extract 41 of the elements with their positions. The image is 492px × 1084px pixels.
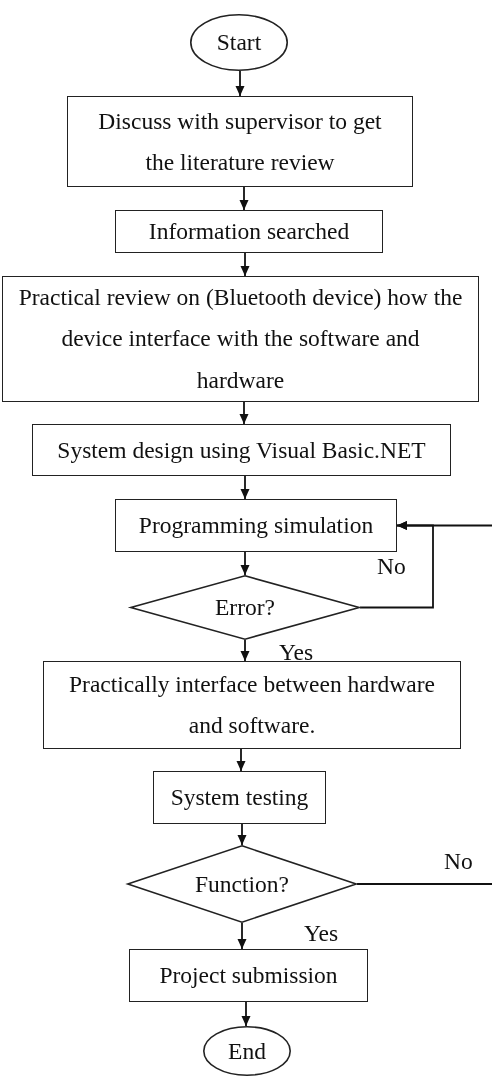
decision-text: Error? bbox=[215, 593, 275, 622]
arrow bbox=[396, 521, 492, 530]
step-text: Programming simulation bbox=[138, 511, 374, 540]
process-box bbox=[115, 210, 383, 253]
process-box bbox=[115, 499, 397, 552]
step-text: System testing bbox=[170, 783, 309, 812]
arrow bbox=[237, 922, 247, 950]
edge-label: Yes bbox=[279, 641, 314, 665]
edge-label: Yes bbox=[304, 922, 339, 946]
arrow bbox=[236, 748, 246, 772]
process-box bbox=[153, 771, 326, 824]
terminal-text: Start bbox=[216, 28, 262, 57]
decision-diamond bbox=[130, 575, 360, 640]
step-text: System design using Visual Basic.NET bbox=[57, 435, 426, 465]
terminal-oval bbox=[203, 1026, 291, 1076]
arrow bbox=[239, 401, 249, 425]
arrow bbox=[241, 1001, 251, 1027]
arrow bbox=[240, 252, 250, 277]
step-text: Practical review on (Bluetooth device) how the device interface with the software and hardware bbox=[17, 282, 464, 395]
terminal-oval bbox=[190, 14, 288, 71]
arrow bbox=[240, 551, 250, 576]
arrow bbox=[240, 639, 250, 662]
arrow bbox=[239, 186, 249, 211]
edge-label: No bbox=[377, 555, 406, 579]
edge-label: No bbox=[444, 850, 473, 874]
process-box bbox=[129, 949, 368, 1002]
decision-text: Function? bbox=[195, 869, 289, 899]
process-box bbox=[32, 424, 451, 476]
arrow bbox=[237, 823, 247, 846]
decision-diamond bbox=[127, 845, 357, 923]
arrow bbox=[240, 475, 250, 500]
step-text: Discuss with supervisor to get the literature review bbox=[97, 107, 383, 177]
step-text: Information searched bbox=[148, 217, 350, 246]
arrow bbox=[235, 70, 245, 97]
process-box bbox=[43, 661, 461, 749]
step-text: Practically interface between hardware and software. bbox=[68, 669, 436, 740]
terminal-text: End bbox=[228, 1036, 266, 1066]
connector-line bbox=[356, 883, 492, 885]
process-box bbox=[2, 276, 479, 402]
process-box bbox=[67, 96, 413, 187]
step-text: Project submission bbox=[159, 961, 338, 990]
